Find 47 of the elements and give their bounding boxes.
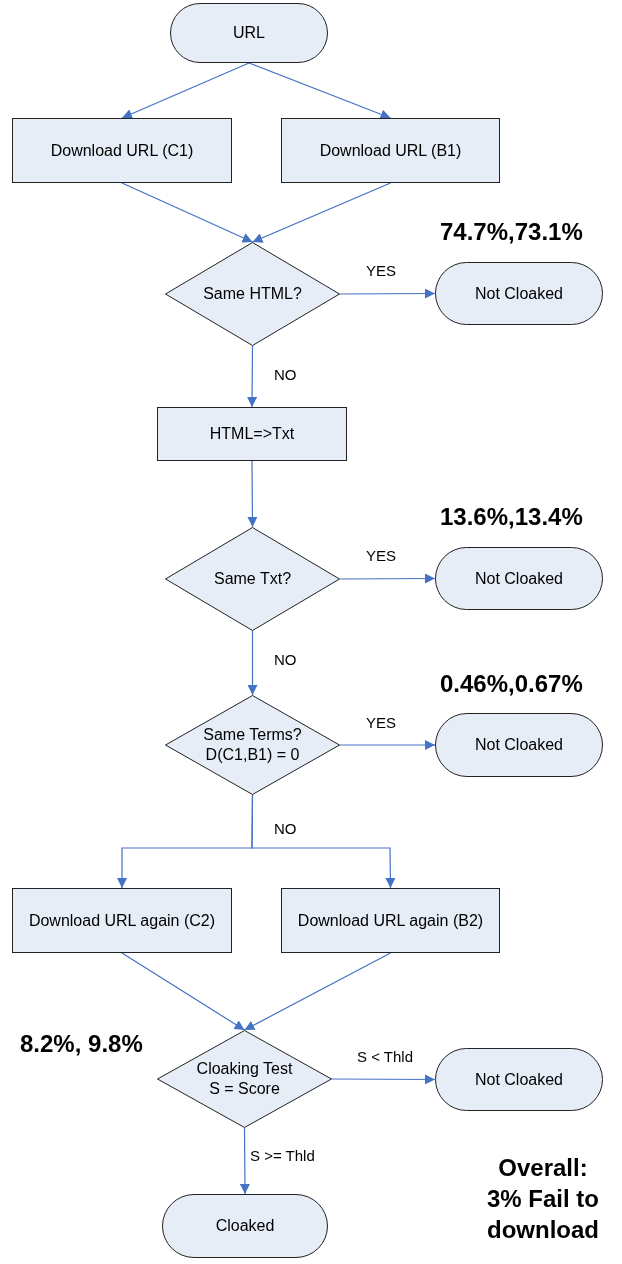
node-text: Cloaking Test S = Score	[195, 1059, 294, 1099]
edge-label: S < Thld	[355, 1048, 415, 1065]
process-box	[157, 407, 347, 461]
node-text: Cloaked	[215, 1216, 275, 1236]
node-text: Not Cloaked	[474, 735, 563, 755]
percentage-label: 8.2%, 9.8%	[20, 1030, 143, 1058]
node-text: Not Cloaked	[474, 283, 563, 304]
node-text: URL	[233, 23, 265, 43]
arrow	[251, 182, 392, 243]
arrow	[247, 345, 258, 408]
process-box	[12, 888, 232, 953]
node-text: Not Cloaked	[474, 568, 563, 589]
node-text: Download URL again (C2)	[27, 910, 217, 931]
decision-diamond	[165, 695, 340, 795]
node-text: Same Terms? D(C1,B1) = 0	[202, 725, 303, 765]
arrow	[331, 1074, 436, 1085]
edge-label: S >= Thld	[248, 1147, 317, 1164]
arrow	[121, 182, 254, 243]
process-box	[12, 118, 232, 183]
start-terminal	[170, 3, 328, 63]
process-box	[281, 118, 500, 183]
arrow	[243, 952, 392, 1031]
node-text: Download URL again (B2)	[296, 910, 485, 931]
node-text: Download URL (C1)	[50, 140, 194, 161]
arrow	[251, 794, 396, 889]
note-text: Overall: 3% Fail to download	[486, 1153, 600, 1246]
process-box	[281, 888, 500, 953]
decision-diamond	[165, 527, 340, 631]
percentage-label: 74.7%,73.1%	[440, 218, 583, 246]
arrow	[121, 952, 246, 1031]
arrow	[247, 630, 258, 696]
arrow	[247, 460, 258, 528]
node-text: Same Txt?	[212, 569, 293, 589]
node-text: Download URL (B1)	[319, 140, 462, 161]
percentage-label: 13.6%,13.4%	[440, 503, 583, 531]
arrow	[339, 740, 436, 750]
arrow	[248, 62, 392, 120]
node-text: Not Cloaked	[474, 1069, 563, 1090]
decision-diamond	[157, 1030, 332, 1128]
node-text: Same HTML?	[202, 284, 303, 304]
arrow	[239, 1127, 250, 1195]
arrow	[339, 288, 436, 299]
decision-diamond	[165, 242, 340, 346]
node-text: HTML=>Txt	[209, 424, 295, 444]
percentage-label: 0.46%,0.67%	[440, 670, 583, 698]
arrow	[339, 573, 436, 584]
arrow	[121, 62, 250, 119]
